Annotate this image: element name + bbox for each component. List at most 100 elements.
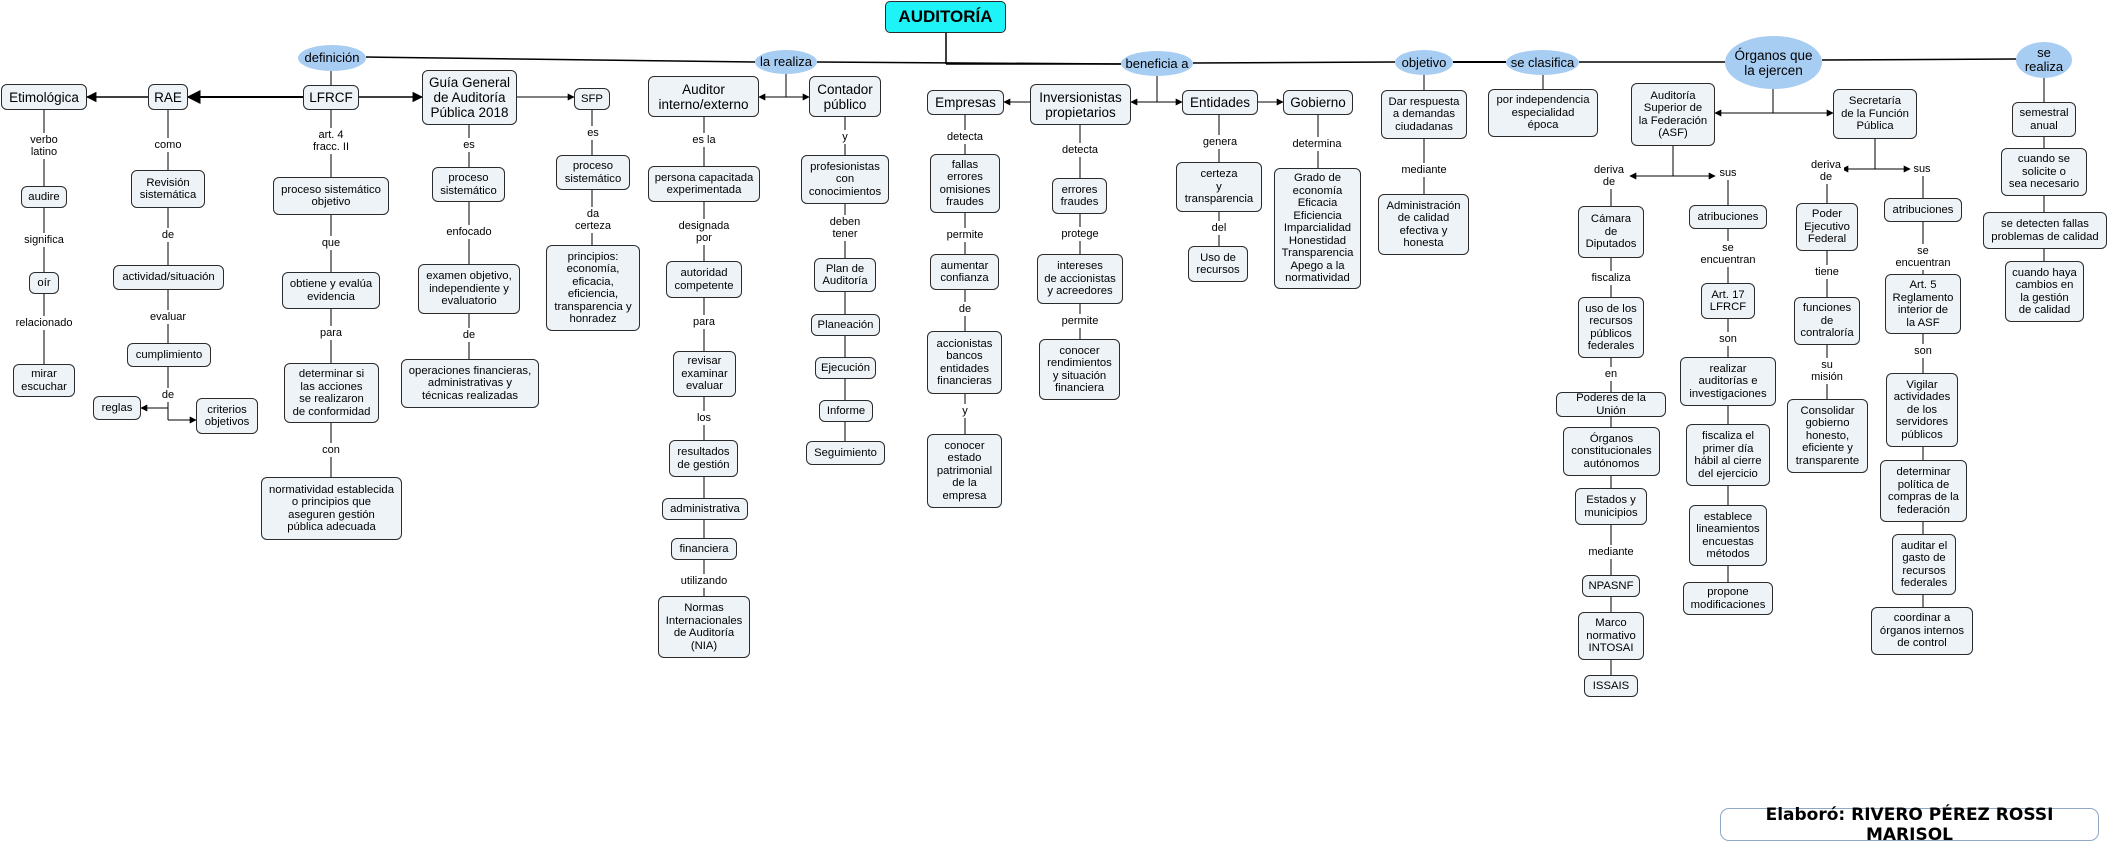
link-objetivo: objetivo xyxy=(1395,50,1453,75)
label-de-cumplimiento: de xyxy=(158,388,178,402)
link-se-clasifica: se clasifica xyxy=(1506,50,1579,75)
node-grado-economia: Grado de economía Eficacia Eficiencia Im… xyxy=(1274,168,1361,289)
node-certeza-transparencia: certeza y transparencia xyxy=(1176,162,1262,212)
node-guia-general: Guía General de Auditoría Pública 2018 xyxy=(422,70,517,125)
label-con: con xyxy=(318,443,344,457)
node-proceso-sistematico-objetivo: proceso sistemático objetivo xyxy=(273,177,389,215)
label-son-asf: son xyxy=(1716,332,1740,346)
link-se-realiza: se realiza xyxy=(2016,42,2072,78)
node-secretaria-funcion-publica: Secretaría de la Función Pública xyxy=(1833,89,1917,139)
label-verbo-latino: verbo latino xyxy=(24,133,64,159)
node-reglas: reglas xyxy=(93,396,141,420)
label-significa: significa xyxy=(20,233,68,247)
node-art5-reglamento: Art. 5 Reglamento interior de la ASF xyxy=(1885,274,1961,334)
label-como: como xyxy=(153,138,183,152)
node-vigilar-actividades: Vigilar actividades de los servidores pú… xyxy=(1886,373,1958,447)
node-uso-recursos: Uso de recursos xyxy=(1188,246,1248,282)
node-se-detecten-fallas: se detecten fallas problemas de calidad xyxy=(1983,212,2107,249)
node-asf: Auditoría Superior de la Federación (ASF… xyxy=(1631,83,1715,146)
node-normatividad: normatividad establecida o principios qu… xyxy=(261,477,402,540)
node-oir: oír xyxy=(29,272,59,294)
node-empresas: Empresas xyxy=(927,90,1004,115)
label-detecta-empresas: detecta xyxy=(943,130,987,144)
node-atribuciones-asf: atribuciones xyxy=(1689,205,1767,229)
node-inversionistas: Inversionistas propietarios xyxy=(1030,84,1131,125)
label-que: que xyxy=(318,236,344,250)
node-plan-auditoria: Plan de Auditoría xyxy=(814,258,876,292)
node-operaciones: operaciones financieras, administrativas… xyxy=(401,359,539,408)
label-de-guia: de xyxy=(459,328,479,342)
node-revision-sistematica: Revisión sistemática xyxy=(131,170,205,208)
node-dar-respuesta: Dar respuesta a demandas ciudadanas xyxy=(1381,90,1467,139)
node-issais: ISSAIS xyxy=(1584,675,1638,697)
node-aumentar-confianza: aumentar confianza xyxy=(930,254,999,290)
label-permite-empresas: permite xyxy=(943,228,987,242)
label-es-guia: es xyxy=(459,138,479,152)
label-y-contador: y xyxy=(839,130,851,144)
node-principios: principios: economía, eficacia, eficienc… xyxy=(546,245,640,331)
label-los: los xyxy=(692,411,716,425)
label-es-la: es la xyxy=(688,133,720,147)
node-marco-intosai: Marco normativo INTOSAI xyxy=(1578,612,1644,660)
label-deriva-de-sfp: deriva de xyxy=(1808,158,1844,184)
node-revisar-examinar: revisar examinar evaluar xyxy=(673,351,736,397)
label-deriva-de-asf: deriva de xyxy=(1591,163,1627,189)
node-profesionistas: profesionistas con conocimientos xyxy=(801,155,889,204)
node-coordinar-organos: coordinar a órganos internos de control xyxy=(1871,607,1973,655)
node-semestral-anual: semestral anual xyxy=(2012,102,2076,137)
link-organos-que-la-ejercen: Órganos que la ejercen xyxy=(1725,36,1822,89)
label-designada-por: designada por xyxy=(674,219,734,245)
node-ejecucion: Ejecución xyxy=(815,357,876,379)
link-definicion: definición xyxy=(298,45,366,71)
node-financiera: financiera xyxy=(671,538,737,560)
node-sfp: SFP xyxy=(574,88,610,110)
label-detecta-inversionistas: detecta xyxy=(1058,143,1102,157)
label-son-sfp: son xyxy=(1911,344,1935,358)
author-credit: Elaboró: RIVERO PÉREZ ROSSI MARISOL xyxy=(1720,805,2099,845)
label-su-mision: su misión xyxy=(1811,358,1843,384)
node-rae: RAE xyxy=(148,84,188,110)
node-lfrcf: LFRCF xyxy=(303,85,359,110)
label-relacionado: relacionado xyxy=(13,316,75,330)
link-la-realiza: la realiza xyxy=(755,50,817,74)
root-title-auditoria: AUDITORÍA xyxy=(885,1,1006,33)
node-establece-lineamientos: establece lineamientos encuestas métodos xyxy=(1689,505,1767,566)
node-conocer-estado: conocer estado patrimonial de la empresa xyxy=(927,434,1002,508)
node-consolidar-gobierno: Consolidar gobierno honesto, eficiente y… xyxy=(1787,399,1868,473)
node-poderes-union: Poderes de la Unión xyxy=(1556,392,1666,417)
node-errores-fraudes: errores fraudes xyxy=(1052,178,1107,214)
node-cuando-solicite: cuando se solicite o sea necesario xyxy=(2001,148,2087,196)
label-de-empresas: de xyxy=(955,302,975,316)
node-gobierno: Gobierno xyxy=(1283,90,1353,115)
label-genera: genera xyxy=(1201,135,1239,149)
node-mirar-escuchar: mirar escuchar xyxy=(13,364,75,397)
label-enfocado: enfocado xyxy=(443,225,495,239)
node-determinar-politica: determinar política de compras de la fed… xyxy=(1880,460,1967,522)
node-auditar-gasto: auditar el gasto de recursos federales xyxy=(1892,534,1956,595)
label-protege: protege xyxy=(1059,227,1101,241)
label-en: en xyxy=(1601,367,1621,381)
node-propone-modificaciones: propone modificaciones xyxy=(1683,582,1773,615)
node-realizar-auditorias: realizar auditorías e investigaciones xyxy=(1680,357,1776,406)
label-y-empresas: y xyxy=(959,404,971,418)
label-sus-sfp: sus xyxy=(1911,162,1933,176)
node-criterios-objetivos: criterios objetivos xyxy=(196,398,258,434)
connector xyxy=(1192,61,1396,64)
node-npasnf: NPASNF xyxy=(1582,575,1640,597)
label-da-certeza: da certeza xyxy=(568,207,618,233)
node-etimologica: Etimológica xyxy=(1,84,87,110)
node-administrativa: administrativa xyxy=(662,498,748,520)
node-proceso-sistematico-guia: proceso sistemático xyxy=(432,167,505,202)
label-se-encuentran-asf: se encuentran xyxy=(1698,241,1758,267)
label-utilizando: utilizando xyxy=(676,574,732,588)
node-estados-municipios: Estados y municipios xyxy=(1575,488,1647,525)
connector xyxy=(816,61,1122,65)
label-para-auditor: para xyxy=(690,315,718,329)
node-proceso-sistematico-sfp: proceso sistemático xyxy=(556,155,630,190)
node-obtiene-evalua: obtiene y evalúa evidencia xyxy=(282,272,380,309)
node-planeacion: Planeación xyxy=(811,314,880,336)
node-contador-publico: Contador público xyxy=(809,76,881,117)
node-actividad-situacion: actividad/situación xyxy=(113,265,224,290)
label-fiscaliza: fiscaliza xyxy=(1587,271,1635,285)
node-fiscaliza-primer-dia: fiscaliza el primer día hábil al cierre … xyxy=(1686,424,1770,486)
